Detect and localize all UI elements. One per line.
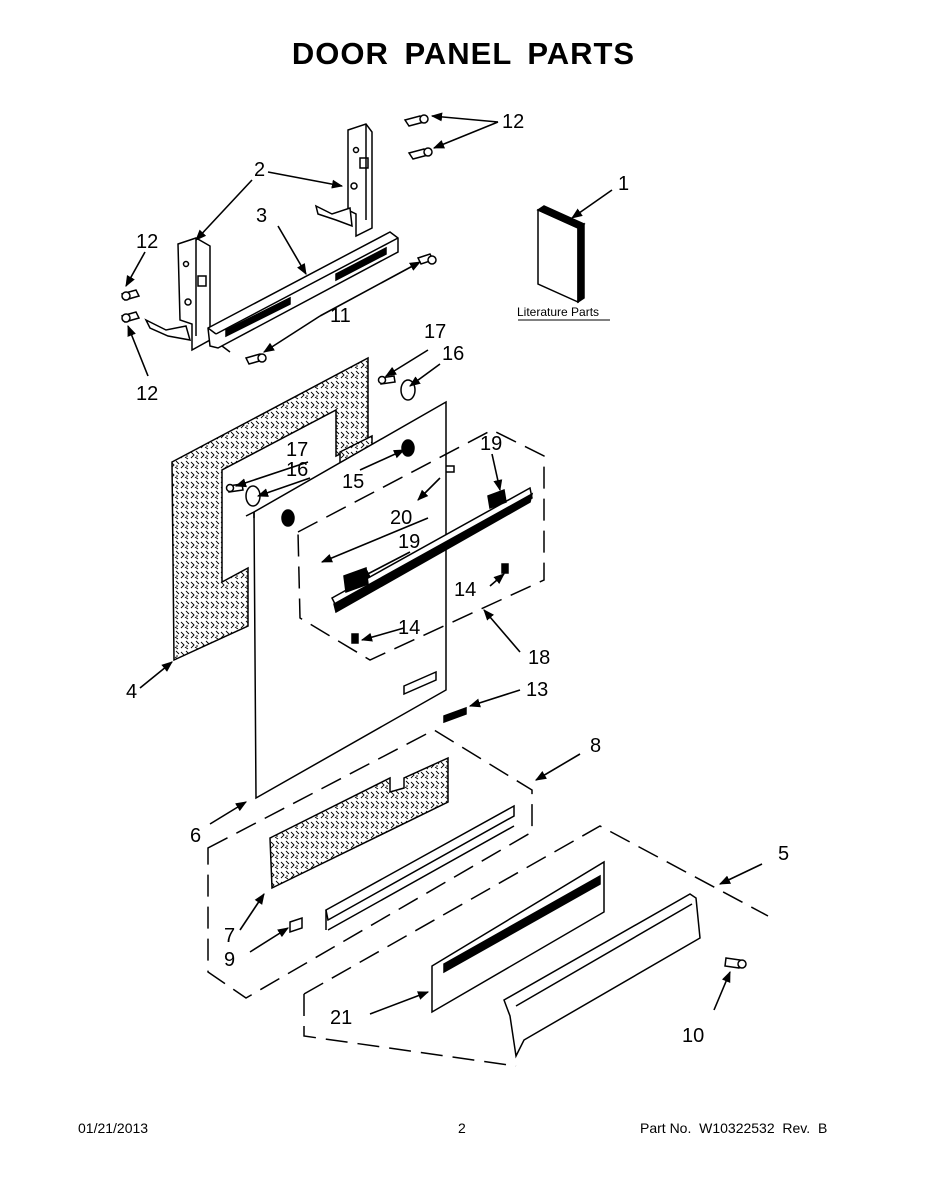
callout-12-left-lower: 12: [136, 383, 158, 405]
retainer-strip: [289, 804, 515, 934]
callout-7: 7: [224, 925, 235, 947]
callout-5: 5: [778, 843, 789, 865]
callout-18: 18: [528, 647, 550, 669]
callout-12-left-upper: 12: [136, 231, 158, 253]
callout-17-upper: 17: [424, 321, 446, 343]
footer-date: 01/21/2013: [78, 1120, 149, 1136]
callout-9: 9: [224, 949, 235, 971]
side-bracket-right: [314, 123, 373, 238]
callout-20: 20: [390, 507, 412, 529]
callout-6: 6: [190, 825, 201, 847]
access-panel: [431, 860, 605, 1014]
literature-booklet: [518, 205, 610, 321]
literature-parts-label: Literature Parts: [517, 305, 599, 319]
callout-12-top: 12: [502, 111, 524, 133]
callout-10: 10: [682, 1025, 704, 1047]
footer-part-number: Part No. W10322532 Rev. B: [640, 1120, 828, 1136]
callout-13: 13: [526, 679, 548, 701]
insulation-blanket: [171, 356, 373, 662]
callout-8: 8: [590, 735, 601, 757]
callout-16-lower: 16: [286, 459, 308, 481]
door-handle: [331, 486, 534, 614]
toe-panel: [503, 893, 701, 1059]
callout-19-upper: 19: [480, 433, 502, 455]
callout-17-lower: 17: [286, 439, 308, 461]
callout-11: 11: [330, 305, 351, 327]
callout-14-right: 14: [454, 579, 476, 601]
callout-3: 3: [256, 205, 267, 227]
side-bracket-left: [144, 237, 211, 352]
callout-15: 15: [342, 471, 364, 493]
callout-14-left: 14: [398, 617, 420, 639]
footer-page-number: 2: [458, 1120, 466, 1136]
page-title: DOOR PANEL PARTS: [291, 36, 636, 71]
callout-4: 4: [126, 681, 137, 703]
toe-panel-insulation: [269, 756, 449, 890]
callout-16-upper: 16: [442, 343, 464, 365]
callout-2: 2: [254, 159, 265, 181]
callout-1: 1: [618, 173, 629, 195]
callout-21: 21: [330, 1007, 352, 1029]
callout-19-lower: 19: [398, 531, 420, 553]
mounting-rail: [207, 231, 399, 353]
